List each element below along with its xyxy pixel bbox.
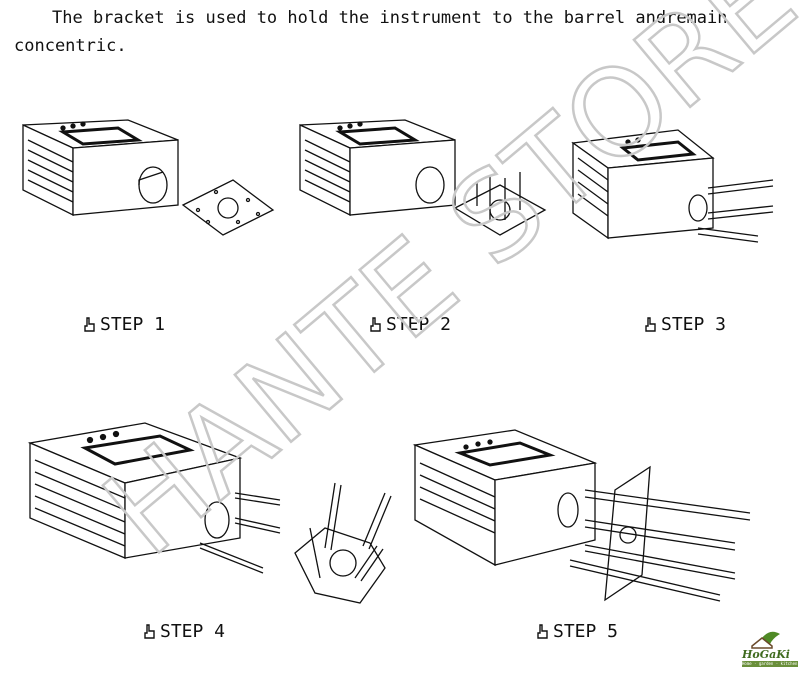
step-1-text: STEP 1 — [100, 314, 166, 335]
step-5-illustration — [412, 429, 751, 602]
step-5-text: STEP 5 — [553, 621, 619, 642]
step-1-illustration — [22, 119, 275, 236]
step-3-label: STEP 3 — [643, 314, 726, 335]
pointing-hand-icon — [370, 316, 381, 332]
intro-text: The bracket is used to hold the instrume… — [14, 8, 728, 56]
step-4-text: STEP 4 — [160, 621, 226, 642]
step-4-label: STEP 4 — [142, 621, 225, 642]
brand-logo-text: HoGaKi — [742, 648, 790, 661]
pointing-hand-icon — [84, 316, 95, 332]
pointing-hand-icon — [144, 623, 155, 639]
step-3-text: STEP 3 — [661, 314, 727, 335]
brand-logo — [751, 631, 780, 649]
step-3-illustration — [571, 129, 774, 243]
step-5-label: STEP 5 — [535, 621, 618, 642]
step-1-label: STEP 1 — [82, 314, 165, 335]
step-4-illustration — [27, 422, 392, 604]
brand-logo-strip: Home · garden · kitchen — [742, 661, 798, 667]
step-2-text: STEP 2 — [386, 314, 452, 335]
pointing-hand-icon — [645, 316, 656, 332]
step-2-illustration — [299, 119, 547, 236]
pointing-hand-icon — [537, 623, 548, 639]
intro-paragraph: The bracket is used to hold the instrume… — [14, 4, 784, 60]
step-2-label: STEP 2 — [368, 314, 451, 335]
